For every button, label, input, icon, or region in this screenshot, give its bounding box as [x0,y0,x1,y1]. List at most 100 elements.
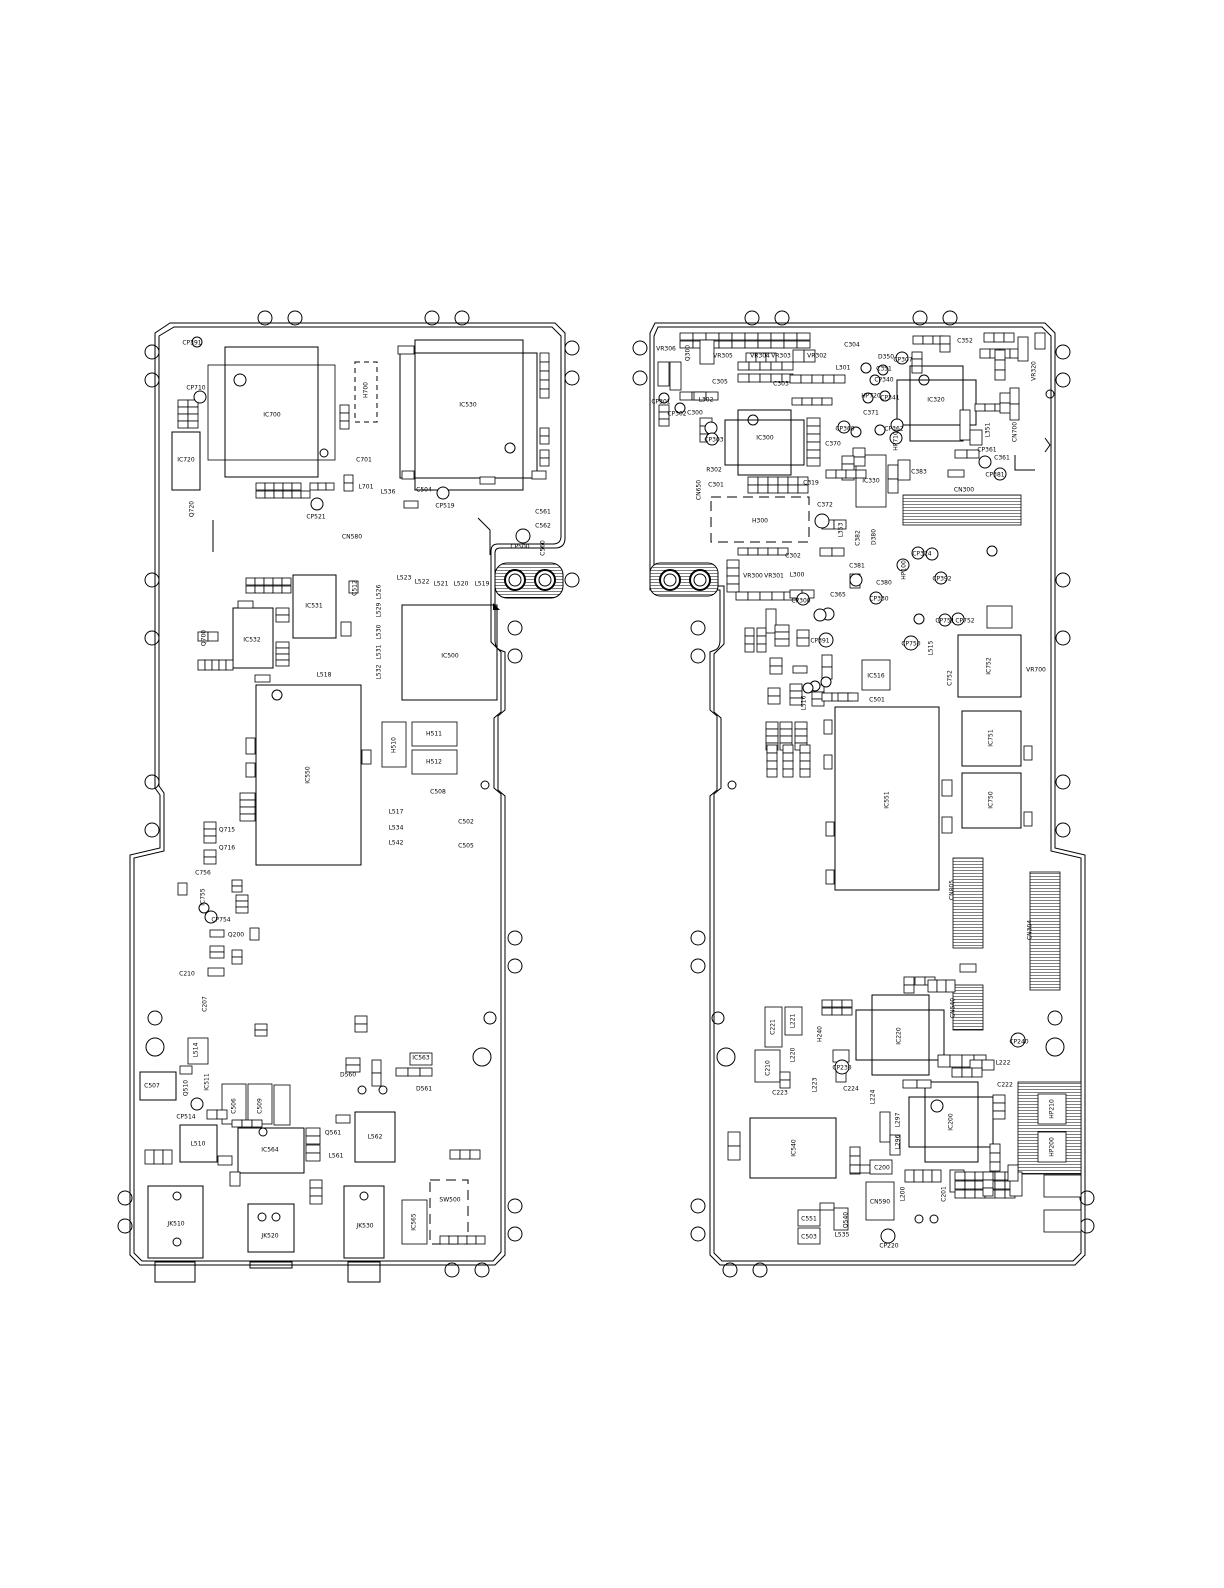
smd-pad [272,585,283,594]
label-c508: C508 [430,789,446,796]
smd-pad [781,361,794,371]
smd-pad [911,358,923,367]
label-cp240: CP240 [1009,1039,1028,1046]
smd-pad [774,624,790,633]
smd-pad [939,335,951,345]
smd-pad [825,469,837,479]
smd-pad [657,361,670,387]
smd-pad [831,1007,843,1016]
label-cp220: CP220 [879,1243,898,1250]
label-jk510: JK510 [166,1221,184,1228]
smd-pad [718,332,733,341]
smd-pad [325,482,335,491]
smd-pad [916,1079,932,1089]
test-point-circle [877,364,889,376]
smd-pad [264,490,275,499]
cn580-outline [212,517,491,555]
l510-outline [179,1124,218,1163]
smd-pad [254,585,265,594]
smd-pad [177,399,189,408]
test-point-circle [814,513,830,529]
smd-pad [203,856,217,865]
test-point-circle [658,392,670,404]
label-c301: C301 [708,482,724,489]
smd-pad [756,643,767,653]
smd-pad [849,1146,861,1157]
label-l521: L521 [434,581,449,588]
h510-outline [381,721,407,768]
smd-pad [747,591,761,601]
smd-pad [354,1015,368,1025]
smd-pad [984,403,996,412]
left-board [117,310,580,1283]
smd-pad [806,449,821,459]
smd-pad [767,484,779,494]
smd-pad [305,1152,321,1162]
smd-pad [769,665,783,675]
smd-pad [245,762,256,778]
smd-pad [309,1187,323,1197]
test-point-circle [319,448,329,458]
smd-pad [348,580,359,594]
smd-pad [207,631,219,642]
smd-pad [264,482,275,491]
smd-pad [964,1189,976,1199]
test-point-circle [929,1214,939,1224]
smd-pad [371,1059,382,1074]
jk520-outline [247,1203,295,1269]
test-point-circle [357,1085,367,1095]
label-l302: L302 [699,397,714,404]
smd-pad [779,1079,791,1089]
smd-pad [789,683,803,692]
c507-outline [139,1071,177,1101]
label-cp301: CP301 [651,399,670,406]
smd-pad [231,885,243,893]
label-c223: C223 [772,1090,788,1097]
smd-pad [203,828,217,837]
label-vr304: VR304 [750,353,770,360]
smd-pad [345,1057,361,1066]
smd-pad [177,882,188,896]
ic720-outline [171,431,201,491]
label-l561: L561 [329,1153,344,1160]
label-c382: C382 [855,530,862,546]
smd-pad [705,332,720,341]
smd-pad [757,332,772,341]
smd-pad [811,374,824,384]
label-l200: L200 [900,1186,907,1201]
label-l221: L221 [790,1013,797,1028]
smd-pad [770,361,783,371]
smd-pad [187,413,199,422]
label-l529: L529 [376,602,383,617]
smd-pad [235,900,249,908]
smd-pad [911,351,923,360]
label-cp381: CP381 [985,472,1004,479]
smd-pad [263,585,274,594]
smd-pad [726,575,740,585]
label-r302: R302 [706,467,722,474]
smd-pad [275,607,290,616]
smd-pad [841,999,853,1008]
label-c224: C224 [843,1086,859,1093]
smd-pad [204,659,213,671]
test-point-circle [258,1127,268,1137]
smd-pad [718,340,733,349]
test-point-circle [820,676,832,688]
smd-pad [766,744,778,754]
smd-pad [774,631,790,640]
smd-pad [954,1189,966,1199]
h512-outline [411,749,458,775]
smd-pad [225,659,234,671]
label-c210: C210 [179,971,195,978]
smd-pad [245,577,256,586]
smd-pad [847,692,859,702]
smd-pad [806,417,821,427]
smd-pad [273,1084,291,1126]
label-ic720: IC720 [177,457,195,464]
smd-pad [744,643,755,653]
smd-pad [539,388,550,399]
smd-pad [767,476,779,486]
ic531-outline [292,574,337,639]
label-c304: C304 [844,342,860,349]
right-edge-box-2 [1043,1209,1082,1233]
